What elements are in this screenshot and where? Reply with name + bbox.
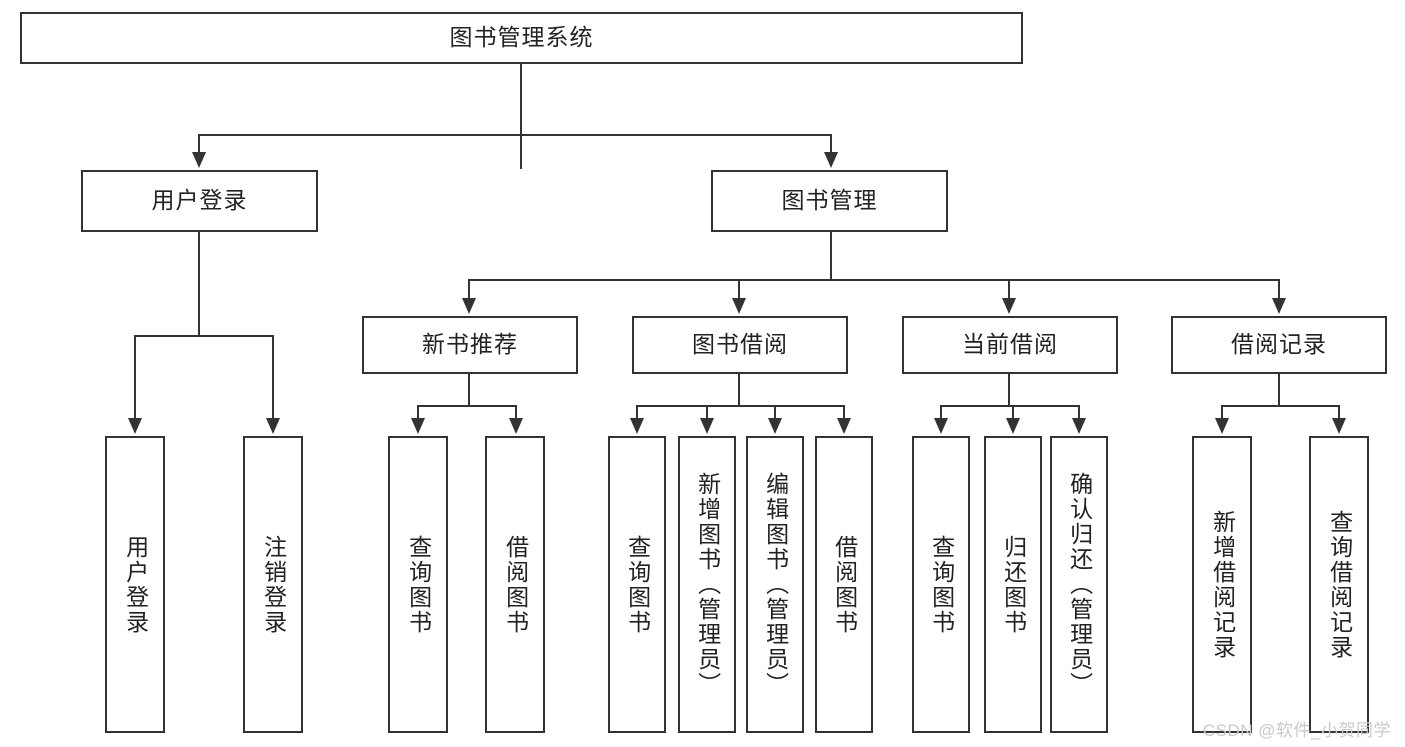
edge-borrow-to-leaf1 xyxy=(636,405,638,420)
edge-current-to-leaf2 xyxy=(1012,405,1014,420)
edge-bookmgmt-to-newbook xyxy=(468,279,470,301)
leaf-add-borrow-record[interactable]: 新增借阅记录 xyxy=(1192,436,1252,733)
node-borrow-records[interactable]: 借阅记录 xyxy=(1171,316,1387,374)
edge-current-to-leaf1 xyxy=(940,405,942,420)
edge-records-to-leaf2 xyxy=(1338,405,1340,420)
node-root-library-system[interactable]: 图书管理系统 xyxy=(20,12,1023,64)
leaf-query-books-current[interactable]: 查询图书 xyxy=(912,436,970,733)
arrow-borrow-to-leaf2 xyxy=(700,418,714,434)
edge-borrow-to-leaf2 xyxy=(706,405,708,420)
edge-root-to-book-mgmt xyxy=(830,134,832,156)
leaf-confirm-return-admin[interactable]: 确认归还（管理员） xyxy=(1050,436,1108,733)
edge-userlogin-bus xyxy=(134,335,274,337)
arrow-bookmgmt-to-records xyxy=(1272,298,1286,314)
edge-records-to-leaf1 xyxy=(1221,405,1223,420)
node-current-borrow[interactable]: 当前借阅 xyxy=(902,316,1118,374)
edge-current-bus xyxy=(940,405,1079,407)
node-book-management[interactable]: 图书管理 xyxy=(711,170,948,232)
arrow-current-to-leaf1 xyxy=(934,418,948,434)
edge-newbook-to-leaf1 xyxy=(417,405,419,420)
edge-bookmgmt-to-records xyxy=(1278,279,1280,301)
arrow-borrow-to-leaf4 xyxy=(837,418,851,434)
leaf-logout[interactable]: 注销登录 xyxy=(243,436,303,733)
arrow-records-to-leaf2 xyxy=(1332,418,1346,434)
leaf-query-borrow-record[interactable]: 查询借阅记录 xyxy=(1309,436,1369,733)
edge-userlogin-to-leaf2 xyxy=(272,335,274,420)
arrow-borrow-to-leaf1 xyxy=(630,418,644,434)
edge-records-trunk xyxy=(1278,374,1280,406)
edge-newbook-trunk xyxy=(468,374,470,406)
arrow-current-to-leaf2 xyxy=(1006,418,1020,434)
leaf-query-books-newbook[interactable]: 查询图书 xyxy=(388,436,448,733)
arrow-bookmgmt-to-borrow xyxy=(732,298,746,314)
node-new-book-recommend[interactable]: 新书推荐 xyxy=(362,316,578,374)
arrow-newbook-to-leaf1 xyxy=(411,418,425,434)
edge-root-bus xyxy=(198,134,832,136)
arrow-newbook-to-leaf2 xyxy=(509,418,523,434)
edge-current-trunk xyxy=(1008,374,1010,406)
edge-bookmgmt-to-borrow xyxy=(738,279,740,301)
leaf-edit-book-admin[interactable]: 编辑图书（管理员） xyxy=(746,436,804,733)
edge-bookmgmt-bus xyxy=(468,279,1280,281)
edge-root-to-user-login xyxy=(198,134,200,156)
arrow-userlogin-to-leaf2 xyxy=(266,418,280,434)
arrow-borrow-to-leaf3 xyxy=(768,418,782,434)
edge-userlogin-to-leaf1 xyxy=(134,335,136,420)
leaf-query-books-borrow[interactable]: 查询图书 xyxy=(608,436,666,733)
leaf-add-book-admin[interactable]: 新增图书（管理员） xyxy=(678,436,736,733)
edge-bookmgmt-to-current xyxy=(1008,279,1010,301)
edge-borrow-to-leaf3 xyxy=(774,405,776,420)
edge-userlogin-trunk xyxy=(198,232,200,336)
arrow-records-to-leaf1 xyxy=(1215,418,1229,434)
arrow-current-to-leaf3 xyxy=(1072,418,1086,434)
edge-current-to-leaf3 xyxy=(1078,405,1080,420)
edge-borrow-trunk xyxy=(738,374,740,406)
edge-borrow-bus xyxy=(636,405,844,407)
edge-root-trunk xyxy=(520,64,522,169)
edge-records-bus xyxy=(1221,405,1339,407)
leaf-return-book[interactable]: 归还图书 xyxy=(984,436,1042,733)
leaf-user-login[interactable]: 用户登录 xyxy=(105,436,165,733)
node-book-borrow[interactable]: 图书借阅 xyxy=(632,316,848,374)
arrow-bookmgmt-to-current xyxy=(1002,298,1016,314)
arrow-root-to-book-mgmt xyxy=(824,152,838,168)
leaf-borrow-book[interactable]: 借阅图书 xyxy=(815,436,873,733)
arrow-root-to-user-login xyxy=(192,152,206,168)
arrow-bookmgmt-to-newbook xyxy=(462,298,476,314)
edge-newbook-bus xyxy=(417,405,517,407)
edge-newbook-to-leaf2 xyxy=(515,405,517,420)
edge-bookmgmt-trunk xyxy=(830,232,832,280)
leaf-borrow-books-newbook[interactable]: 借阅图书 xyxy=(485,436,545,733)
edge-borrow-to-leaf4 xyxy=(843,405,845,420)
arrow-userlogin-to-leaf1 xyxy=(128,418,142,434)
node-user-login[interactable]: 用户登录 xyxy=(81,170,318,232)
